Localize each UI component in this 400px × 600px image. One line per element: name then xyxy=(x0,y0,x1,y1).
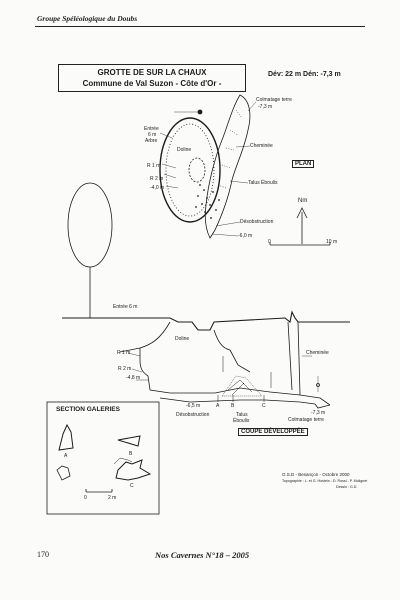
plan-gallery xyxy=(204,94,251,239)
credits-line-2: Topographie : L. et G. Hostein - D. Ross… xyxy=(282,479,368,483)
credits-line-3: Dessin : G.D. xyxy=(336,485,358,489)
survey-title-box: GROTTE DE SUR LA CHAUX Commune de Val Su… xyxy=(58,64,246,92)
plan-label-doline: Doline xyxy=(177,147,192,153)
gallery-sections-box xyxy=(46,401,160,515)
gallery-scale-end: 2 m xyxy=(108,495,117,501)
survey-credits: G.S.D - Besançon - Octobre 2000 Topograp… xyxy=(282,472,378,490)
section-label-eboulis: Éboulis xyxy=(233,418,250,424)
profile-b xyxy=(117,435,141,447)
cave-name: GROTTE DE SUR LA CHAUX xyxy=(97,68,207,77)
development-depth: Dév: 22 m Dén: -7,3 m xyxy=(268,71,341,78)
section-marker-b: B xyxy=(231,403,235,409)
plan-scale-bar xyxy=(269,242,331,246)
plan-rubble xyxy=(195,184,220,219)
chimney xyxy=(287,321,301,396)
plan-label-colmatage-depth: -7,3 m xyxy=(258,104,273,110)
plan-label-r2: R 2 m xyxy=(150,176,164,182)
plan-view-label: PLAN xyxy=(292,160,315,168)
section-label-doline: Doline xyxy=(175,336,190,342)
plan-label-cheminee: Cheminée xyxy=(250,143,273,149)
tree-icon xyxy=(67,182,113,319)
header-rule xyxy=(35,26,365,27)
commune-name: Commune de Val Suzon - Côte d'Or - xyxy=(82,79,222,88)
section-marker-a: A xyxy=(216,403,220,409)
gallery-label-a: A xyxy=(64,453,68,459)
plan-doline xyxy=(159,117,221,223)
gallery-label-c: C xyxy=(130,483,134,489)
section-label-d48: -4,8 m xyxy=(126,375,141,381)
journal-header: Groupe Spéléologique du Doubs xyxy=(37,14,138,23)
plan-scale-start: 0 xyxy=(268,239,271,245)
ground-surface xyxy=(62,310,350,331)
profile-a xyxy=(58,423,74,451)
gallery-label-b: B xyxy=(129,451,133,457)
plan-label-entree: Entrée xyxy=(144,126,159,132)
gallery-scale-bar xyxy=(85,489,113,493)
entrance-shaft xyxy=(139,348,251,394)
section-label-r2: R 2 m xyxy=(118,366,132,372)
plan-label-arbre: Arbre xyxy=(145,138,158,144)
north-arrow-icon xyxy=(296,207,308,244)
section-label-entree: Entrée 6 m xyxy=(113,304,138,310)
north-label: Nm xyxy=(298,198,308,204)
main-gallery xyxy=(159,387,331,406)
plan-label-colmatage: Colmatage terre xyxy=(256,97,292,103)
plan-label-entree-depth: 6 m xyxy=(148,132,157,138)
section-label-d65: -6,5 m xyxy=(186,403,201,409)
section-label-d73: -7,3 m xyxy=(311,410,326,416)
plan-label-d6: -6,0 m xyxy=(238,233,253,239)
section-marker-c: C xyxy=(262,403,266,409)
profile-c xyxy=(115,459,152,481)
journal-footer: Nos Cavernes N°18 – 2005 xyxy=(155,550,250,560)
section-label-colmatage: Colmatage terre xyxy=(288,417,324,423)
section-label-r1: R 1 m xyxy=(117,350,131,356)
plan-view xyxy=(159,94,331,246)
plan-label-d4: -4,0 m xyxy=(150,185,165,191)
plan-scale-end: 10 m xyxy=(326,239,338,245)
section-rubble xyxy=(221,375,263,397)
plan-label-talus: Talus Éboulis xyxy=(248,180,278,186)
plan-label-r1: R 1 m xyxy=(147,163,161,169)
section-view-label: COUPE DÉVELOPPÉE xyxy=(238,428,308,436)
section-view xyxy=(62,182,350,409)
section-label-talus: Talus xyxy=(236,412,248,418)
credits-line-1: G.S.D - Besançon - Octobre 2000 xyxy=(282,472,350,477)
profile-small-2 xyxy=(113,457,133,465)
profile-small-1 xyxy=(56,465,71,481)
plan-label-desobstruction: Désobstruction xyxy=(240,219,274,225)
section-label-cheminee: Cheminée xyxy=(306,350,329,356)
plan-tree-marker xyxy=(197,109,203,115)
gallery-scale-start: 0 xyxy=(84,495,87,501)
gallery-sections-title: SECTION GALERIES xyxy=(56,406,120,413)
page-number: 170 xyxy=(37,550,49,559)
section-label-desobstruction: Désobstruction xyxy=(176,412,210,418)
